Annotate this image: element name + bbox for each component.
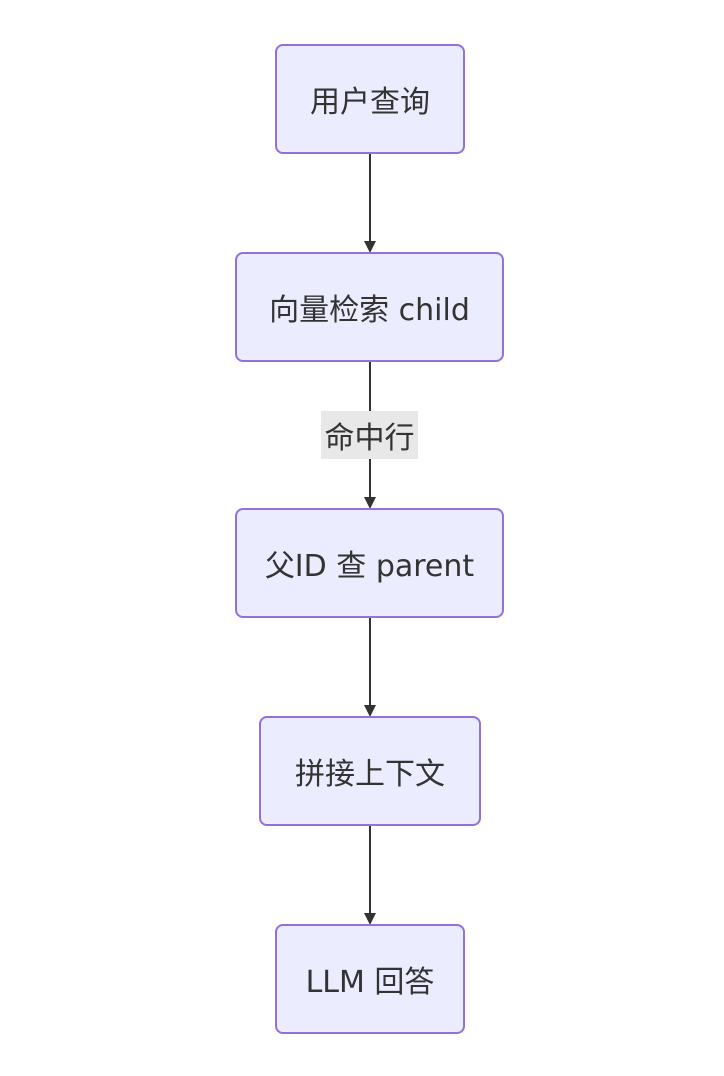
node-label: 向量检索 child [269,293,470,328]
node-label: 父ID 查 parent [264,549,475,584]
node-llm-answer[interactable]: LLM 回答 [275,924,465,1034]
node-parent-lookup[interactable]: 父ID 查 parent [235,508,504,618]
node-label: LLM 回答 [305,965,435,1000]
node-user-query[interactable]: 用户查询 [275,44,465,154]
node-vector-search[interactable]: 向量检索 child [235,252,504,362]
edge-label-hit-rows: 命中行 [321,411,418,459]
edge-label-text: 命中行 [324,421,415,456]
node-label: 用户查询 [310,85,430,120]
node-label: 拼接上下文 [295,757,445,792]
node-concat-context[interactable]: 拼接上下文 [259,716,481,826]
